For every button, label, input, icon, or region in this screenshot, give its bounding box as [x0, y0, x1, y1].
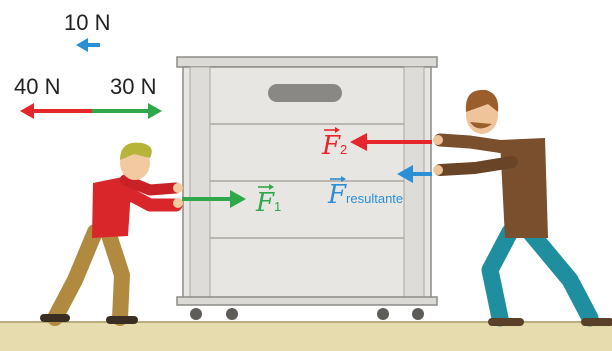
- left-person: [44, 143, 183, 320]
- f1-subscript: 1: [274, 199, 281, 214]
- f2-subscript: 2: [340, 142, 347, 157]
- legend-resultant-arrow: [76, 38, 100, 52]
- fres-subscript: resultante: [346, 191, 403, 206]
- fres-label: Fresultante: [328, 182, 403, 208]
- legend-red-arrow: [20, 103, 92, 119]
- resultant-magnitude-label: 10 N: [64, 12, 110, 34]
- fres-symbol: F: [328, 180, 346, 210]
- green-magnitude-label: 30 N: [110, 76, 156, 98]
- legend-green-arrow: [92, 103, 162, 119]
- f1-label: F1: [256, 190, 281, 216]
- f2-symbol: F: [322, 131, 340, 161]
- f2-label: F2: [322, 133, 347, 159]
- f1-symbol: F: [256, 188, 274, 218]
- floor: [0, 322, 612, 351]
- right-person: [433, 90, 610, 322]
- red-magnitude-label: 40 N: [14, 76, 60, 98]
